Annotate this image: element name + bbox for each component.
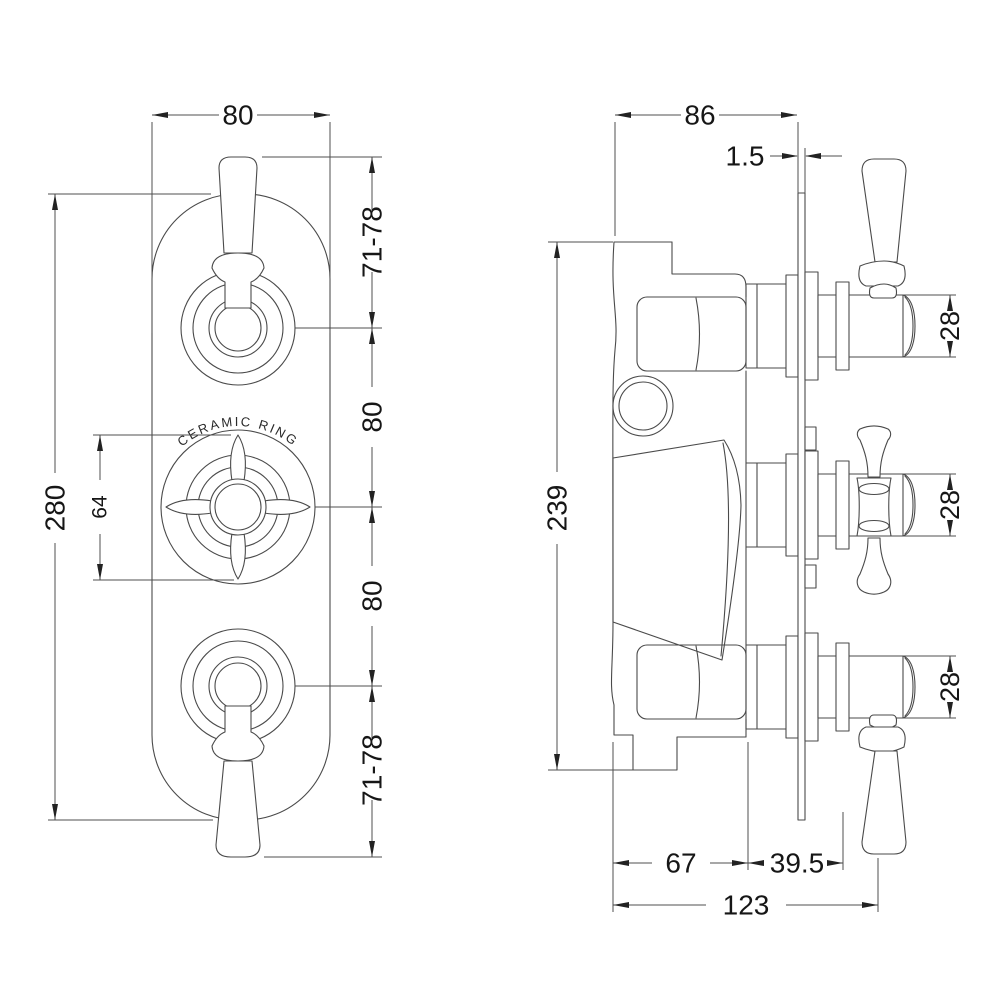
front-view: CERAMIC RING xyxy=(151,156,331,858)
side-top-housing-curve xyxy=(695,297,701,371)
dim-cross-handle-diameter: 64 xyxy=(89,434,234,581)
dim-bottom-cartridge: 28 xyxy=(903,655,965,719)
dim-middle-cartridge-label: 28 xyxy=(935,490,965,520)
front-top-valve xyxy=(180,156,296,386)
dim-body-height-label: 239 xyxy=(542,485,573,532)
dim-plate-height: 280 xyxy=(40,193,213,821)
dim-plate-width-label: 80 xyxy=(222,100,253,131)
dim-top-handle-span-label: 71-78 xyxy=(357,206,388,278)
front-middle-valve xyxy=(160,429,316,585)
dim-plate-height-label: 280 xyxy=(40,485,71,532)
dim-top-cartridge-label: 28 xyxy=(935,311,965,341)
side-rear-washers xyxy=(785,274,799,739)
dim-recessed-depth-label: 67 xyxy=(665,848,696,879)
front-bottom-valve xyxy=(180,628,296,858)
dim-recessed-depth: 67 xyxy=(612,742,749,912)
dim-bottom-spacing-label: 80 xyxy=(357,580,388,611)
dim-plate-thickness: 1.5 xyxy=(726,141,842,193)
dim-body-depth-label: 86 xyxy=(684,100,715,131)
side-inlet-port-outer xyxy=(612,375,674,437)
dim-top-cartridge: 28 xyxy=(903,294,965,358)
dim-bottom-cartridge-label: 28 xyxy=(935,672,965,702)
top-lever-base xyxy=(211,252,265,309)
side-top-housing xyxy=(636,296,747,372)
side-cone-body xyxy=(612,439,742,661)
cross-handle-spokes xyxy=(165,434,311,580)
side-cross-handle xyxy=(856,425,892,595)
side-body-top-step xyxy=(671,241,747,298)
dim-bottom-handle-span-label: 71-78 xyxy=(357,734,388,806)
side-cartridges xyxy=(817,281,916,732)
side-bottom-lever xyxy=(858,714,907,855)
side-front-washers xyxy=(804,271,819,742)
top-lever-handle xyxy=(218,156,258,254)
side-body-outline xyxy=(610,241,747,771)
bottom-cartridge-barrel xyxy=(817,655,916,719)
side-view xyxy=(610,158,916,855)
side-bottom-housing-curve xyxy=(695,645,701,719)
dim-body-height: 239 xyxy=(542,241,676,771)
side-inlet-port-inner xyxy=(618,381,668,431)
dim-overall-depth: 123 xyxy=(613,858,879,921)
dim-chain-right: 71-78 80 80 71-78 xyxy=(262,156,388,858)
dim-plate-width: 80 xyxy=(151,100,331,333)
dim-body-depth: 86 xyxy=(614,100,799,236)
top-cartridge-barrel xyxy=(817,294,916,358)
dim-middle-cartridge: 28 xyxy=(903,473,965,537)
dim-projection-depth: 39.5 xyxy=(748,812,844,879)
dim-cross-diameter-label: 64 xyxy=(89,495,112,519)
dim-projection-depth-label: 39.5 xyxy=(770,848,825,879)
dim-plate-thickness-label: 1.5 xyxy=(726,141,765,172)
side-top-lever xyxy=(858,158,907,299)
side-bottom-housing xyxy=(636,644,747,720)
bottom-lever-handle xyxy=(215,760,261,858)
mid-hub-ring xyxy=(209,478,267,536)
dim-top-spacing-label: 80 xyxy=(357,401,388,432)
bottom-lever-base xyxy=(211,705,265,762)
mid-hub-ring-inner xyxy=(214,483,262,531)
side-wall-plate xyxy=(797,192,806,821)
side-cone-curve xyxy=(720,442,730,657)
dim-overall-depth-label: 123 xyxy=(723,890,770,921)
